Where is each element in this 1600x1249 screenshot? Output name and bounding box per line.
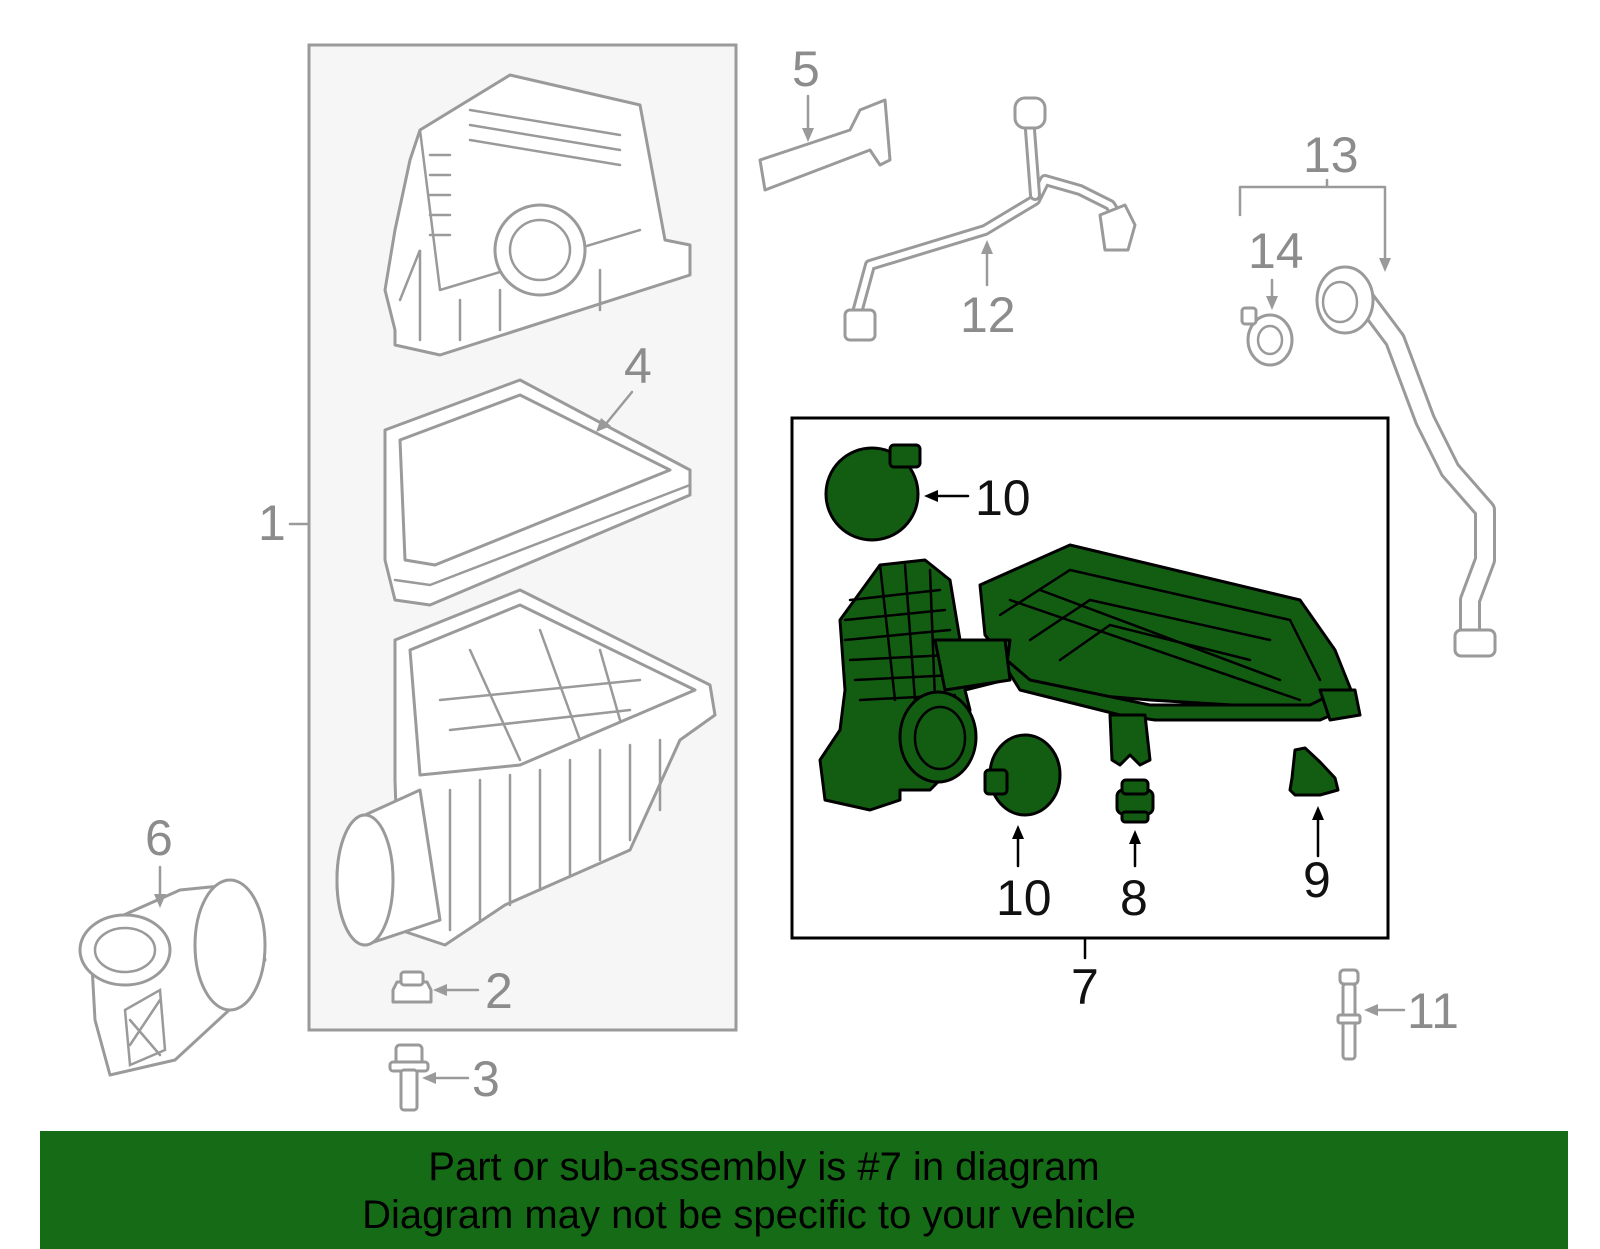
info-banner: Part or sub-assembly is #7 in diagram Di… [40,1131,1568,1249]
part-10-clamp-bottom [983,733,1062,817]
air-cleaner-lower-housing [335,588,717,947]
arrow-6 [154,894,166,908]
leader-4 [603,390,634,427]
arrow-9 [1312,806,1324,820]
arrow-14 [1266,296,1278,310]
callout-10-bottom: 10 [996,870,1052,926]
callout-7: 7 [1071,959,1099,1015]
bracket-13 [1238,178,1387,264]
callout-10-top: 10 [975,470,1031,526]
part-12-tube [843,96,1137,342]
callout-6: 6 [145,810,173,866]
part-13-hose [1315,265,1497,658]
part-2-grommet [391,970,433,1004]
callout-12: 12 [960,287,1016,343]
part-10-clamp-top [824,443,922,542]
callout-3: 3 [472,1051,500,1107]
part-6-sensor [78,878,267,1077]
callout-11: 11 [1407,983,1459,1039]
callout-9: 9 [1303,852,1331,908]
callout-2: 2 [485,963,513,1019]
arrow-11 [1364,1004,1378,1016]
callout-4: 4 [624,338,652,394]
banner-line-1: Part or sub-assembly is #7 in diagram [428,1145,1100,1189]
arrow-13 [1379,258,1391,272]
part-9-isolator [1288,746,1340,797]
arrow-10b [1012,825,1024,839]
arrow-10a [924,490,938,502]
arrow-3 [422,1072,436,1084]
part-8-grommet [1115,778,1155,824]
callout-5: 5 [792,41,820,97]
callout-8: 8 [1120,870,1148,926]
banner-line-2: Diagram may not be specific to your vehi… [362,1193,1136,1237]
arrow-12 [981,240,993,254]
callout-14: 14 [1248,223,1304,279]
part-5-bracket [758,98,892,192]
air-cleaner-cover [383,73,692,357]
part-14-clamp [1240,306,1294,367]
arrow-8 [1129,830,1141,844]
callout-13: 13 [1303,127,1359,183]
arrow-5 [802,128,814,142]
part-11-bolt [1336,968,1362,1061]
arrow-2 [433,984,447,996]
air-filter-element [383,378,692,607]
part-7-air-intake-assembly [818,543,1362,812]
arrow-4 [596,418,611,432]
callout-1: 1 [258,495,286,551]
part-3-bolt [388,1043,430,1112]
